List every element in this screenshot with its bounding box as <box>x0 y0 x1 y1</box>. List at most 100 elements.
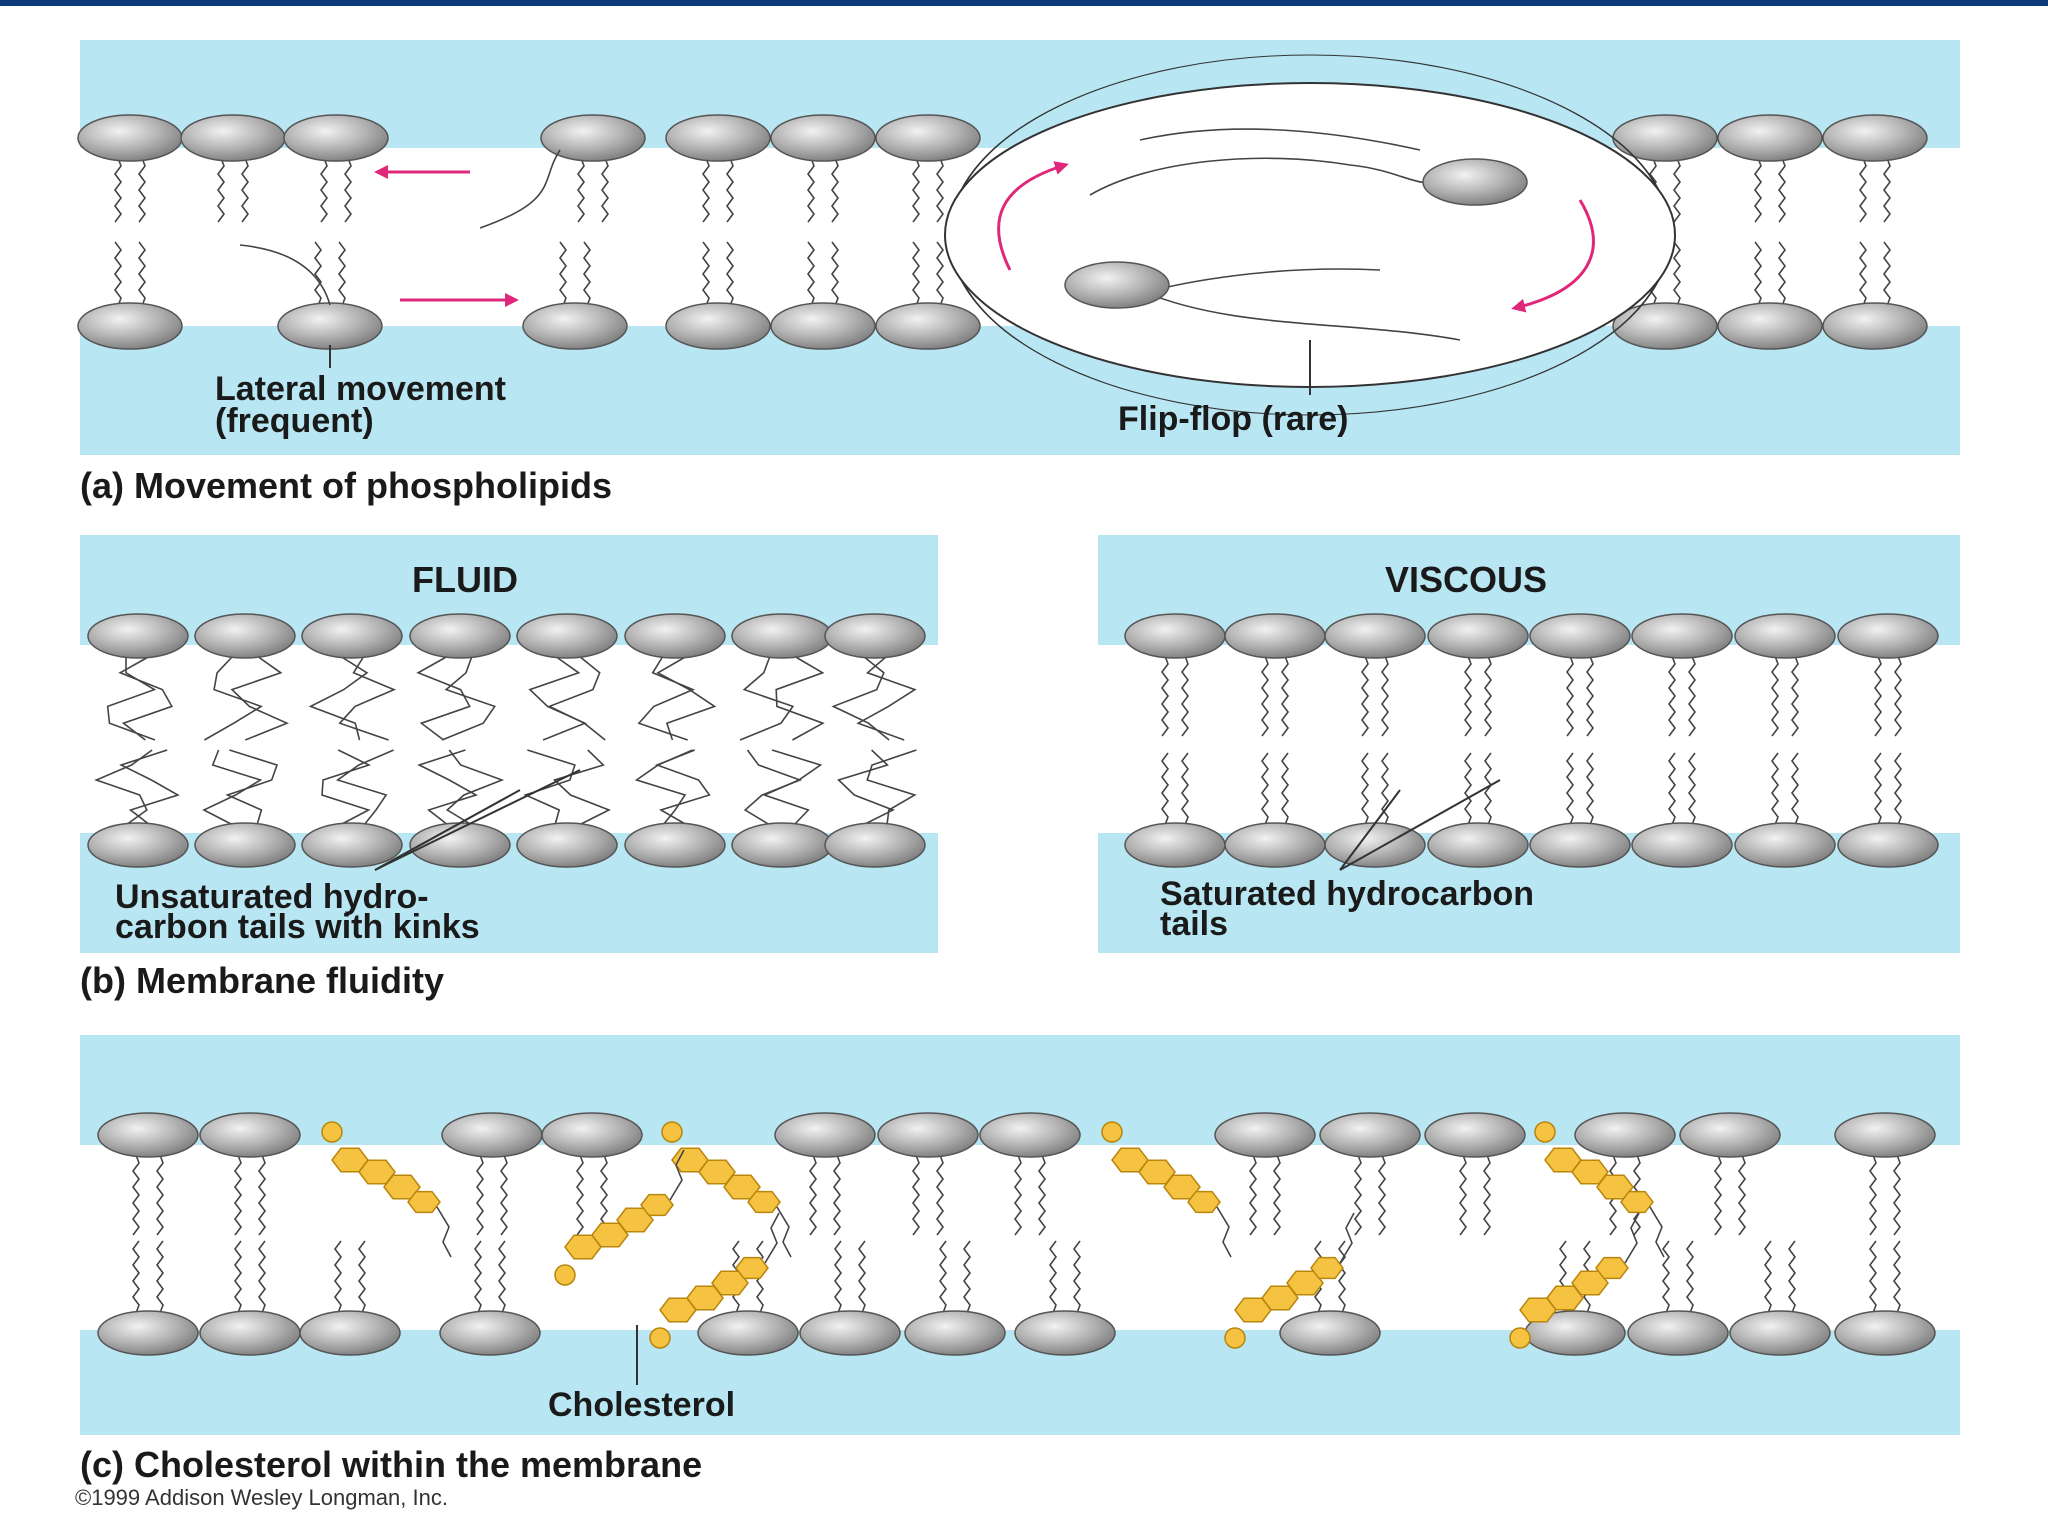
phospholipid-head <box>299 1310 401 1356</box>
tail <box>762 749 823 826</box>
phospholipid-head <box>1837 613 1939 659</box>
phospholipid-head <box>1822 114 1928 162</box>
tail <box>1181 655 1189 737</box>
phospholipid-head <box>1427 822 1529 868</box>
phospholipid <box>1014 1240 1116 1356</box>
tail <box>1459 1154 1467 1236</box>
cholesterol-tail <box>436 1206 452 1258</box>
tail <box>912 241 920 307</box>
phospholipid-head <box>1224 822 1326 868</box>
tail <box>936 157 944 223</box>
tail <box>417 749 478 826</box>
phospholipid <box>697 1240 799 1356</box>
phospholipid <box>301 613 403 741</box>
lateral-label-1: Lateral movement <box>215 370 506 408</box>
tail <box>1869 1240 1877 1314</box>
lateral-label-2: (frequent) <box>215 402 374 440</box>
tail <box>1261 655 1269 737</box>
phospholipid-head <box>1214 1112 1316 1158</box>
tail <box>1354 1154 1362 1236</box>
tail <box>1161 752 1169 826</box>
phospholipid <box>87 613 189 741</box>
tail <box>858 1240 866 1314</box>
tail <box>203 655 263 741</box>
phospholipid <box>77 114 183 223</box>
tail <box>217 157 225 223</box>
tail <box>445 749 505 826</box>
tail <box>936 1154 944 1236</box>
phospholipid <box>299 1240 401 1356</box>
phospholipid-head <box>1279 1310 1381 1356</box>
tail <box>1464 752 1472 826</box>
tail <box>726 157 734 223</box>
tail <box>831 157 839 223</box>
phospholipid-head <box>180 114 286 162</box>
tail <box>335 749 394 826</box>
tail <box>809 1154 817 1236</box>
cholesterol-molecule <box>1534 1121 1665 1258</box>
phospholipid-head <box>1319 1112 1421 1158</box>
tail <box>358 1240 366 1314</box>
tail <box>1673 241 1681 307</box>
tail <box>1754 241 1762 307</box>
phospholipid <box>877 1112 979 1236</box>
viscous-title: VISCOUS <box>1385 559 1547 600</box>
phospholipid-head <box>516 613 618 659</box>
phospholipid <box>439 1240 541 1356</box>
tail <box>1049 1240 1057 1314</box>
phospholipid <box>824 749 926 868</box>
fluid-phospholipids <box>87 613 926 868</box>
phospholipid <box>1837 613 1939 737</box>
flip-tail <box>1139 128 1421 151</box>
phospholipid-head <box>439 1310 541 1356</box>
tail <box>132 1240 140 1314</box>
phospholipid <box>441 1112 543 1236</box>
phospholipid <box>1631 613 1733 737</box>
phospholipid-head <box>441 1112 543 1158</box>
phospholipid-head <box>516 822 618 868</box>
tail <box>1181 752 1189 826</box>
phospholipid <box>1214 1112 1316 1236</box>
tail <box>138 241 146 307</box>
tail <box>1791 752 1799 826</box>
moving-tail <box>479 149 561 229</box>
cholesterol-molecule <box>554 1149 685 1286</box>
tail <box>1859 241 1867 307</box>
cholesterol-tail <box>1339 1212 1355 1264</box>
tail <box>1894 655 1902 737</box>
phospholipid <box>1319 1112 1421 1236</box>
phospholipid-head <box>904 1310 1006 1356</box>
phospholipid-head <box>77 302 183 350</box>
tail <box>156 1240 164 1314</box>
tail <box>601 157 609 223</box>
cholesterol-molecule <box>321 1121 452 1258</box>
panel-a-phospholipids <box>77 114 1928 350</box>
flip-head-top <box>1422 158 1528 206</box>
phospholipid-head <box>283 114 389 162</box>
phospholipid-head <box>199 1310 301 1356</box>
tail <box>344 157 352 223</box>
phospholipid-head <box>877 1112 979 1158</box>
phospholipid-head <box>1717 302 1823 350</box>
tail <box>1668 752 1676 826</box>
tail <box>441 655 497 741</box>
tail <box>1273 1154 1281 1236</box>
phospholipid <box>1224 752 1326 868</box>
phospholipid <box>1734 613 1836 737</box>
tail <box>1038 1154 1046 1236</box>
phospholipid-head <box>1679 1112 1781 1158</box>
viscous-bilayer-core <box>1098 645 1960 833</box>
phospholipid <box>904 1240 1006 1356</box>
tail <box>936 241 944 307</box>
moving-tail <box>239 244 331 306</box>
cholesterol-tail <box>764 1212 780 1264</box>
phospholipid-head <box>301 613 403 659</box>
sat-leader-1 <box>1339 789 1401 871</box>
sat-leader-2 <box>1339 779 1501 871</box>
flip-head-bottom <box>1064 261 1170 309</box>
phospholipid-head <box>731 613 833 659</box>
panel-c-caption: (c) Cholesterol within the membrane <box>80 1444 702 1485</box>
phospholipid-head <box>1834 1112 1936 1158</box>
tail <box>132 1154 140 1236</box>
